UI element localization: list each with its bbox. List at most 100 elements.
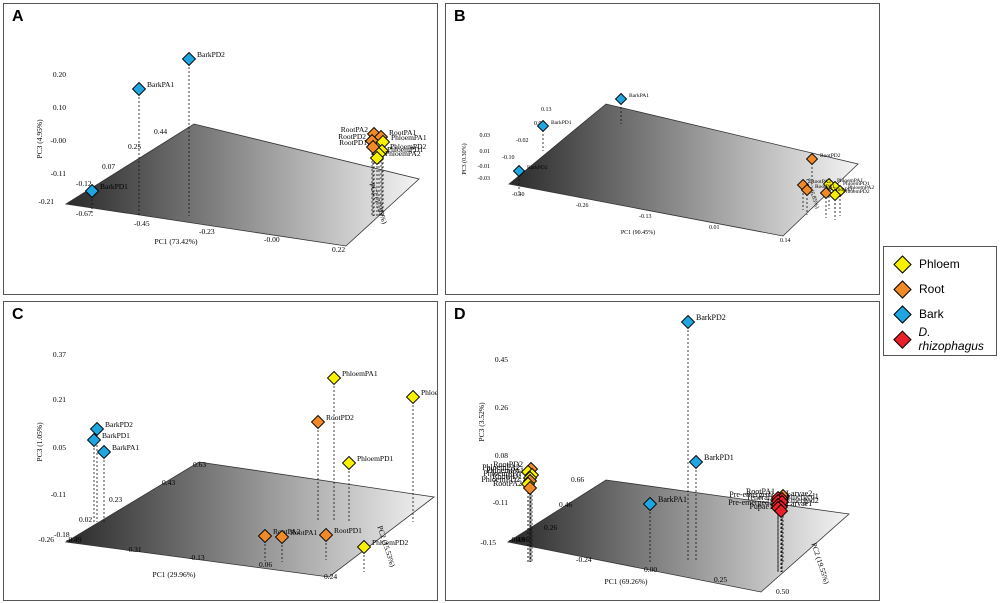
point-rootpa1 [274,529,290,545]
x-tick-label: 0.50 [776,587,789,596]
data-label: PhloemPA2 [385,149,421,158]
data-label: BarkPD1 [102,431,130,440]
point-barkpd2 [680,314,696,330]
scatter-3d-plot-a: -0.67-0.45-0.23-0.000.220.440.250.07-0.1… [35,50,427,254]
scatter-3d-plot-b: -0.40-0.26-0.130.010.140.130.06-0.02-0.1… [461,92,874,244]
z-tick-label: 0.45 [495,355,508,364]
point-rootpd2 [310,414,326,430]
z-tick-label: -0.11 [493,498,509,507]
phloem-diamond-icon [893,254,912,274]
panel-letter-c: C [12,306,24,323]
z-tick-label: 0.10 [53,103,66,112]
data-label: Pre-emerged2 [729,490,774,499]
x-axis-title: PC1 (29.96%) [153,570,196,579]
base-plane [508,103,859,237]
x-tick-label: 0.00 [644,565,657,574]
data-label: PhloemPD2 [372,538,409,547]
panel-letter-a: A [12,8,24,25]
x-tick-label: -0.45 [134,219,150,228]
point-rootpd2 [805,152,819,166]
data-label: PhloemPA2 [482,463,520,472]
data-label: PhloemPA2 [848,185,874,191]
data-label: Pre-emerged1 [728,498,773,507]
data-label: PhloemPD1 [357,454,394,463]
x-tick-label: -0.23 [199,227,215,236]
y-tick-label: 0.26 [544,523,557,532]
z-tick-label: -0.11 [51,490,67,499]
base-plane [64,461,435,578]
data-label: BarkPD2 [197,50,225,59]
data-label: PhloemPD1 [843,181,870,187]
y-tick-label: 0.06 [516,535,529,544]
point-barkpd2 [89,421,105,437]
data-label: RootPD1 [492,472,522,481]
data-label: PhloemPA1 [342,369,378,378]
z-tick-label: -0.15 [480,538,496,547]
y-axis-title: PC2 (19.55%) [809,541,831,585]
bark-diamond-icon [893,304,912,324]
x-tick-label: -0.13 [639,214,652,220]
y-tick-label: -0.10 [502,155,515,161]
point-rootpa2 [522,480,538,496]
x-tick-label: -0.67 [76,209,92,218]
root-diamond-icon [893,279,912,299]
point-barkpd2 [512,164,526,178]
y-tick-label: -0.02 [516,138,529,144]
point-barkpa1 [642,496,658,512]
data-label: BarkPD2 [527,165,548,171]
data-label: BarkPD2 [696,313,726,322]
y-tick-label: 0.66 [571,475,584,484]
point-rootpd1 [819,186,833,200]
data-label: RootPA2 [811,179,831,185]
z-tick-label: 0.21 [53,395,66,404]
x-tick-label: -0.24 [576,555,592,564]
data-label: Emerged2 [786,496,819,505]
point-rootpa2 [257,528,273,544]
y-tick-label: 0.63 [193,460,206,469]
legend-item-root: Root [892,278,944,300]
z-axis-title: PC3 (3.52%) [477,402,486,442]
y-tick-label: 0.43 [162,478,175,487]
point-phloempd2 [356,539,372,555]
data-label: RootPA1 [290,528,317,537]
legend-item-phloem: Phloem [892,253,960,275]
z-tick-label: -0.01 [478,164,491,170]
data-label: RootPA1 [815,184,835,190]
point-barkpd1 [86,432,102,448]
x-tick-label: 0.14 [780,238,791,244]
data-label: RootPA1 [389,128,416,137]
data-label: BarkPD1 [551,120,572,126]
data-label: RootPD2 [338,132,366,141]
x-tick-label: -0.31 [126,545,142,554]
legend-item-d-rhizophagus: D. rhizophagus [892,325,996,353]
x-tick-label: 0.22 [332,245,345,254]
scatter-3d-plot-c: -0.49-0.31-0.130.060.240.630.430.230.02-… [35,350,437,581]
y-tick-label: 0.07 [102,162,115,171]
data-label: RootPA2 [341,125,368,134]
data-label: PhloemPA1 [837,178,863,184]
y-tick-label: -0.12 [76,179,92,188]
point-rootpa1 [800,183,814,197]
point-barkpd1 [688,454,704,470]
point-barkpd2 [181,51,197,67]
point-barkpd1 [84,183,100,199]
point-phloempd2 [828,188,842,202]
x-tick-label: 0.25 [714,575,727,584]
x-tick-label: -0.49 [66,535,82,544]
z-axis-title: PC3 (0.30%) [461,143,468,174]
x-tick-label: -0.26 [576,203,589,209]
scatter-3d-plot-d: -0.49-0.240.000.250.500.660.460.260.060.… [477,313,850,596]
data-label: RootPD1 [334,526,362,535]
d-rhizophagus-diamond-icon [893,329,912,349]
data-label: BarkPD2 [105,420,133,429]
y-tick-label: 0.02 [79,515,92,524]
data-label: RootPA2 [273,527,300,536]
x-tick-label: 0.01 [709,225,720,231]
data-label: RootPD2 [493,460,523,469]
data-label: PhloemPD2 [843,189,870,195]
point-phloempa2 [405,389,421,405]
y-tick-label: 0.46 [559,500,572,509]
legend-label: Root [919,282,945,296]
